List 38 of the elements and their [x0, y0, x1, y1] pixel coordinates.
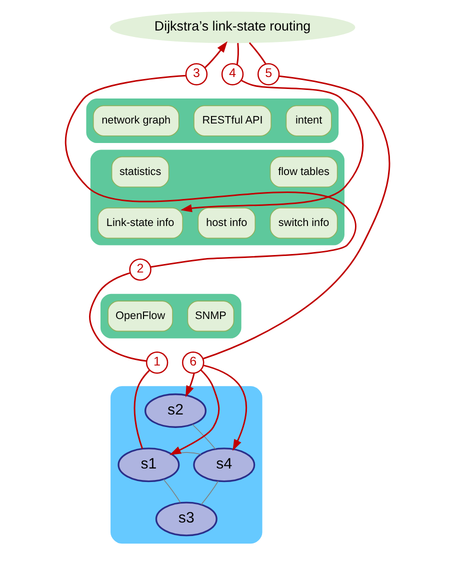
cluster [100, 294, 242, 338]
node-box: network graph [92, 105, 180, 136]
node-ellipse: Dijkstra’s link-state routing [110, 12, 356, 44]
connector [248, 42, 266, 64]
node-box: OpenFlow [108, 300, 173, 332]
connector [200, 480, 219, 505]
arrow [186, 372, 195, 398]
arrow [170, 370, 220, 455]
connector [163, 479, 181, 503]
cluster [90, 150, 344, 246]
node-ellipse: s1 [118, 448, 180, 482]
node-circle: 3 [185, 63, 208, 86]
node-box: host info [198, 208, 256, 239]
node-box: statistics [111, 156, 170, 188]
arrow [203, 364, 247, 451]
connector [134, 370, 150, 449]
node-box: intent [286, 105, 332, 136]
node-ellipse: s3 [155, 502, 218, 536]
node-box: RESTful API [194, 105, 272, 136]
node-ellipse: s4 [193, 448, 256, 482]
node-circle: 2 [129, 258, 152, 281]
arrow [180, 80, 364, 212]
cluster [86, 98, 339, 143]
arrow [204, 41, 228, 68]
connector [202, 75, 390, 360]
node-box: flow tables [270, 156, 338, 188]
node-ellipse: s2 [144, 393, 207, 428]
node-box: switch info [270, 208, 338, 239]
connector [236, 42, 239, 65]
node-circle: 5 [257, 63, 280, 86]
node-circle: 6 [182, 352, 204, 374]
node-box: SNMP [187, 300, 234, 332]
connector [65, 74, 356, 268]
connector [192, 424, 216, 450]
node-box: Link-state info [98, 208, 184, 239]
node-circle: 4 [221, 63, 244, 86]
node-circle: 1 [146, 352, 168, 374]
connector [89, 272, 147, 362]
